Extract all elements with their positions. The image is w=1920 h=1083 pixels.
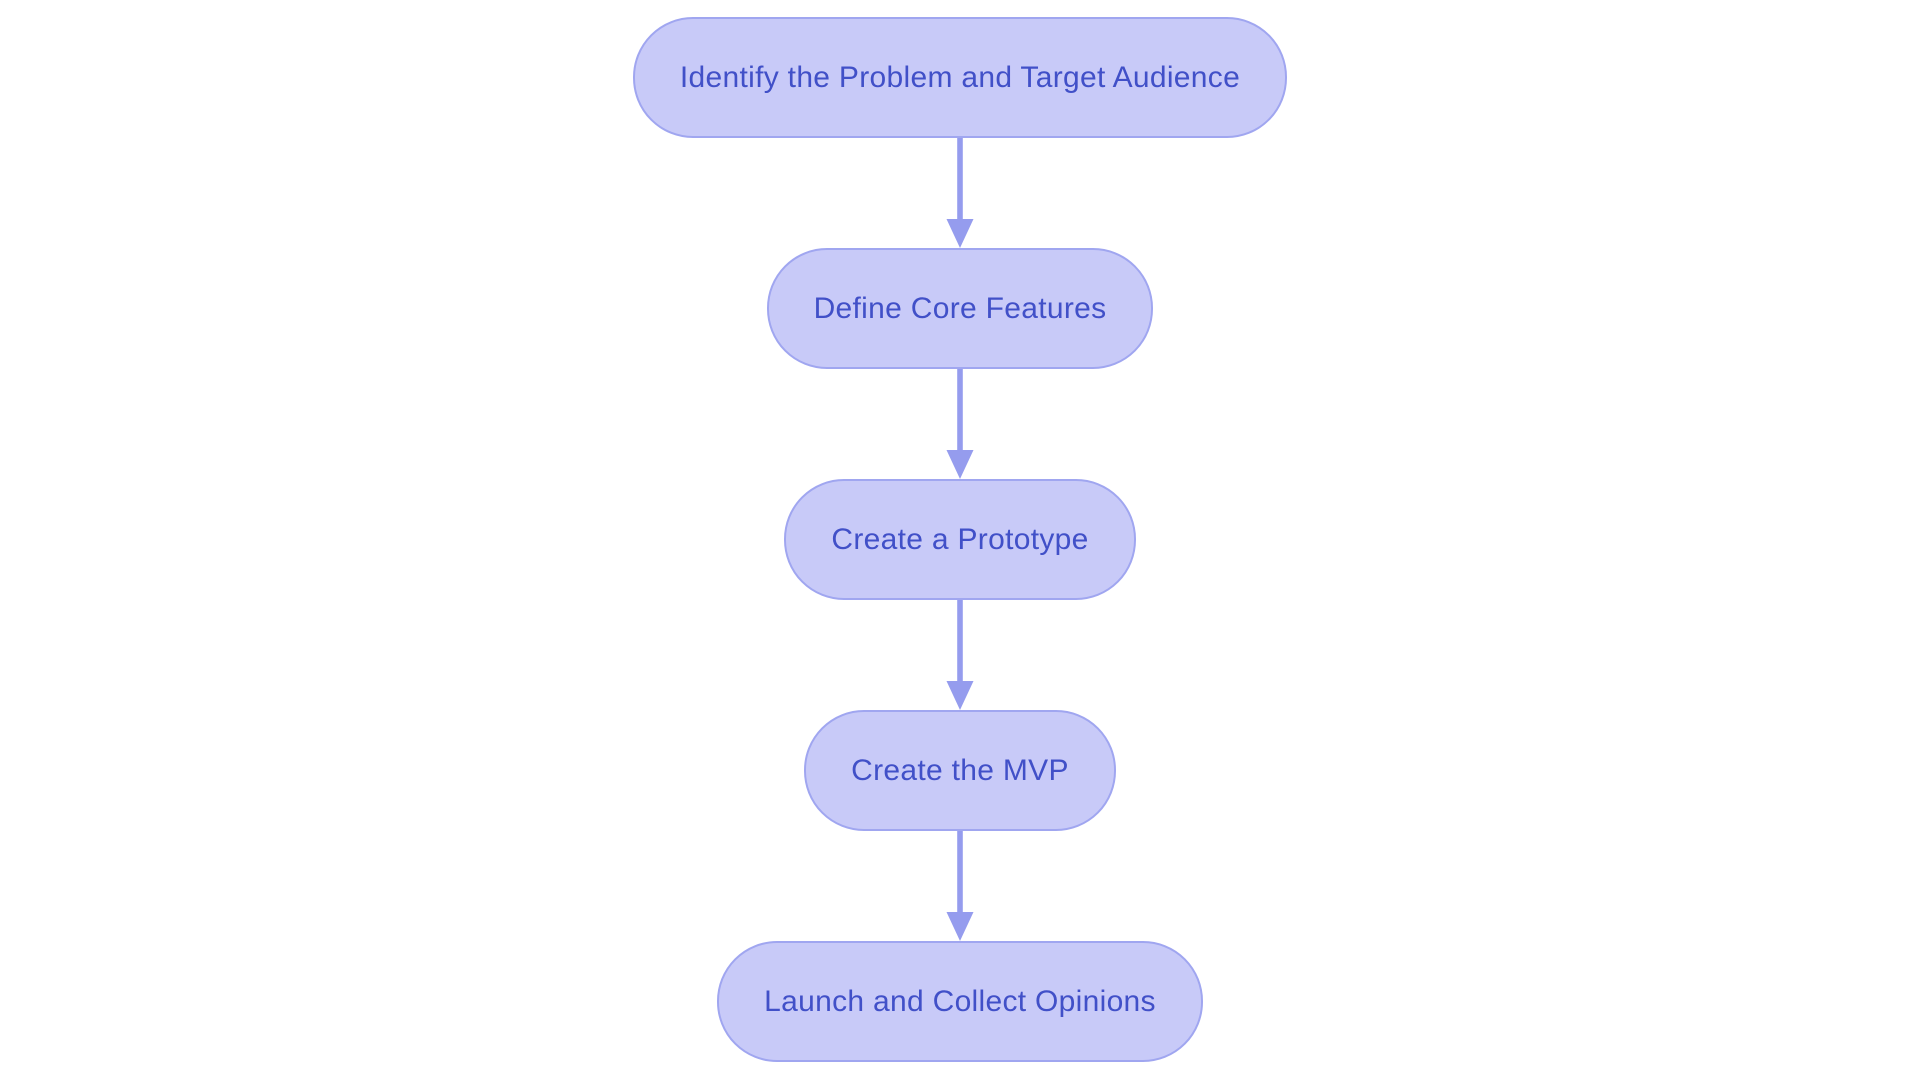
flow-node-label: Launch and Collect Opinions	[764, 984, 1156, 1018]
arrow-down-icon	[946, 138, 974, 248]
flow-node-create-prototype: Create a Prototype	[784, 479, 1136, 600]
flow-node-label: Create the MVP	[851, 753, 1069, 787]
flow-node-label: Define Core Features	[813, 291, 1107, 325]
arrow-down-icon	[946, 600, 974, 710]
flow-node-define-features: Define Core Features	[766, 248, 1154, 369]
arrow-down-icon	[946, 369, 974, 479]
flow-node-create-mvp: Create the MVP	[804, 710, 1116, 831]
flow-node-label: Create a Prototype	[831, 522, 1089, 556]
flow-node-label: Identify the Problem and Target Audience	[679, 60, 1241, 94]
flow-node-identify-problem: Identify the Problem and Target Audience	[632, 17, 1288, 138]
flow-node-launch-collect: Launch and Collect Opinions	[717, 941, 1203, 1062]
arrow-down-icon	[946, 831, 974, 941]
